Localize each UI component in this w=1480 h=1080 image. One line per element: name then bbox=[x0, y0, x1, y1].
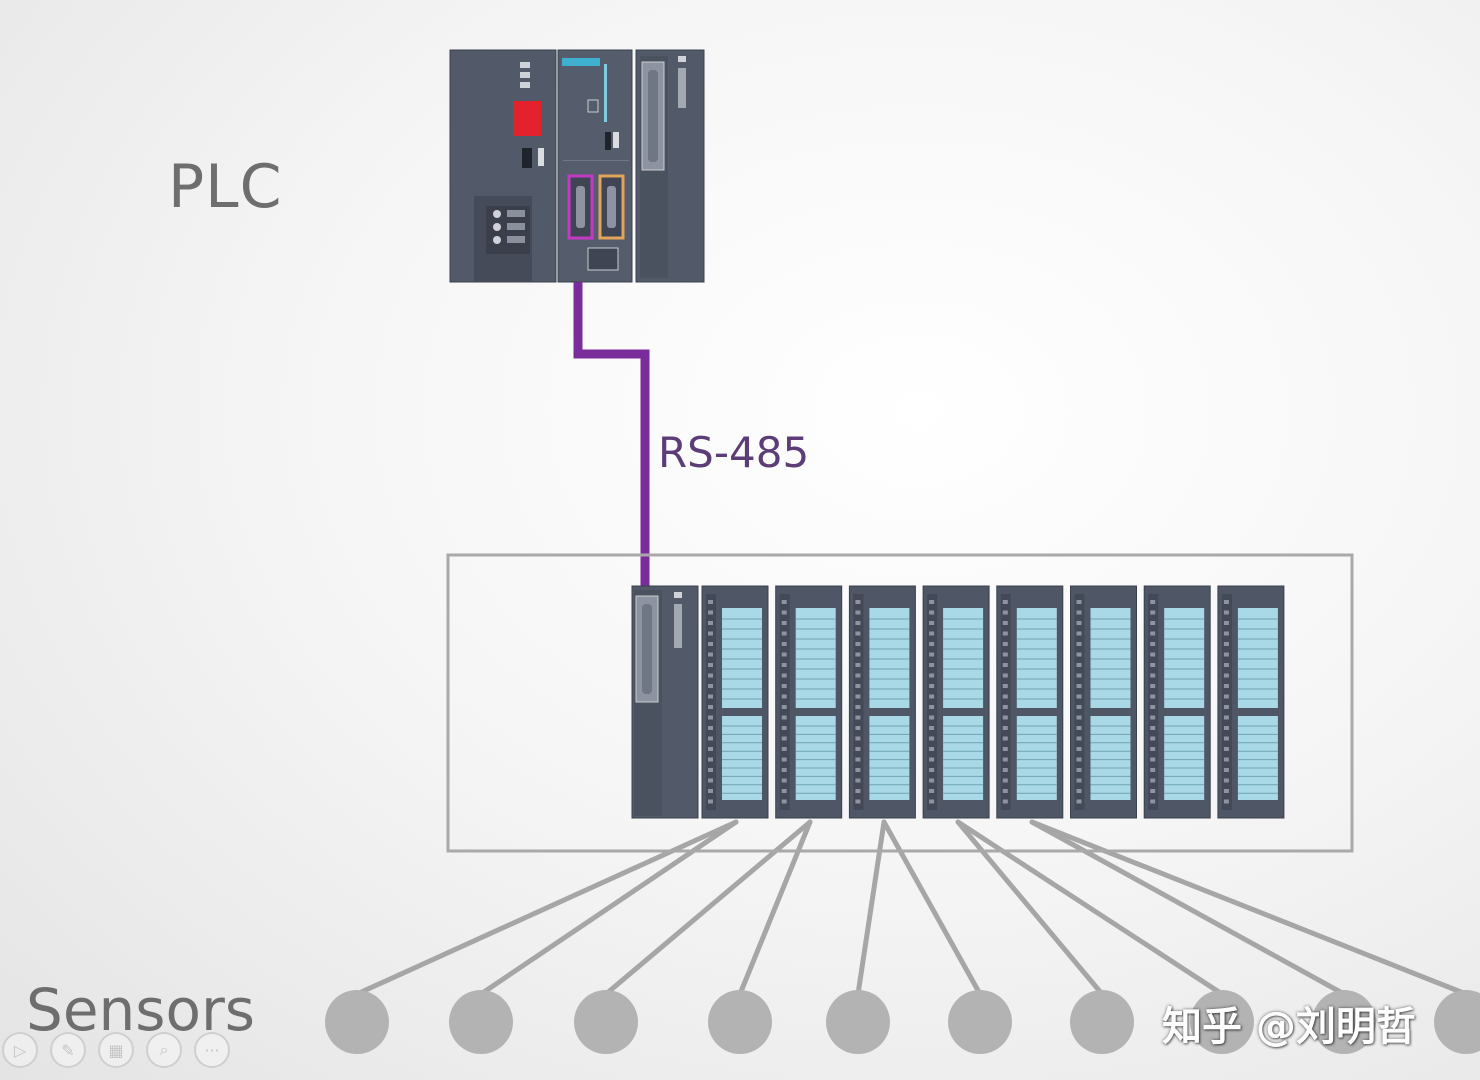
rs485-label: RS-485 bbox=[658, 428, 810, 477]
presentation-controls: ▷ ✎ ▦ ⌕ ··· bbox=[2, 1032, 230, 1068]
more-icon[interactable]: ··· bbox=[194, 1032, 230, 1068]
sensor-node bbox=[1190, 990, 1254, 1054]
io-module bbox=[1070, 585, 1137, 819]
sensor-wire bbox=[881, 819, 983, 997]
io-rack-frame bbox=[446, 553, 1354, 853]
sensor-wire bbox=[1029, 819, 1469, 997]
plc-cpu-module bbox=[557, 49, 633, 283]
io-module bbox=[1217, 585, 1285, 819]
sensor-node bbox=[948, 990, 1012, 1054]
plc-stop-button bbox=[513, 101, 541, 136]
sensor-wire bbox=[737, 819, 813, 997]
io-module bbox=[922, 585, 990, 819]
sensor-node bbox=[1312, 990, 1376, 1054]
sensor-wire bbox=[354, 819, 739, 997]
pen-icon[interactable]: ✎ bbox=[50, 1032, 86, 1068]
sensor-wire bbox=[603, 819, 813, 997]
io-module bbox=[996, 585, 1064, 819]
io-module bbox=[848, 585, 916, 819]
sensor-node bbox=[449, 990, 513, 1054]
play-icon[interactable]: ▷ bbox=[2, 1032, 38, 1068]
io-module bbox=[701, 585, 769, 819]
io-interface-module bbox=[631, 585, 699, 819]
plc-brand-strip bbox=[562, 58, 600, 66]
sensor-node bbox=[826, 990, 890, 1054]
plc-label: PLC bbox=[168, 152, 283, 222]
sensor-wire bbox=[955, 819, 1225, 997]
io-module bbox=[1143, 585, 1211, 819]
sensor-node bbox=[325, 990, 389, 1054]
sensor-node bbox=[1434, 990, 1480, 1054]
sensor-nodes bbox=[325, 990, 1480, 1054]
io-modules bbox=[701, 585, 1285, 819]
slides-icon[interactable]: ▦ bbox=[98, 1032, 134, 1068]
sensor-node bbox=[574, 990, 638, 1054]
io-module bbox=[775, 585, 843, 819]
sensor-wire bbox=[478, 819, 739, 997]
sensor-node bbox=[708, 990, 772, 1054]
sensor-wires bbox=[354, 819, 1469, 997]
sensor-node bbox=[1070, 990, 1134, 1054]
plc-unit bbox=[449, 49, 705, 283]
zoom-icon[interactable]: ⌕ bbox=[146, 1032, 182, 1068]
watermark: 知乎 @刘明哲 bbox=[1162, 1004, 1416, 1050]
rs485-cable bbox=[573, 282, 650, 590]
sensor-wire bbox=[855, 819, 887, 997]
